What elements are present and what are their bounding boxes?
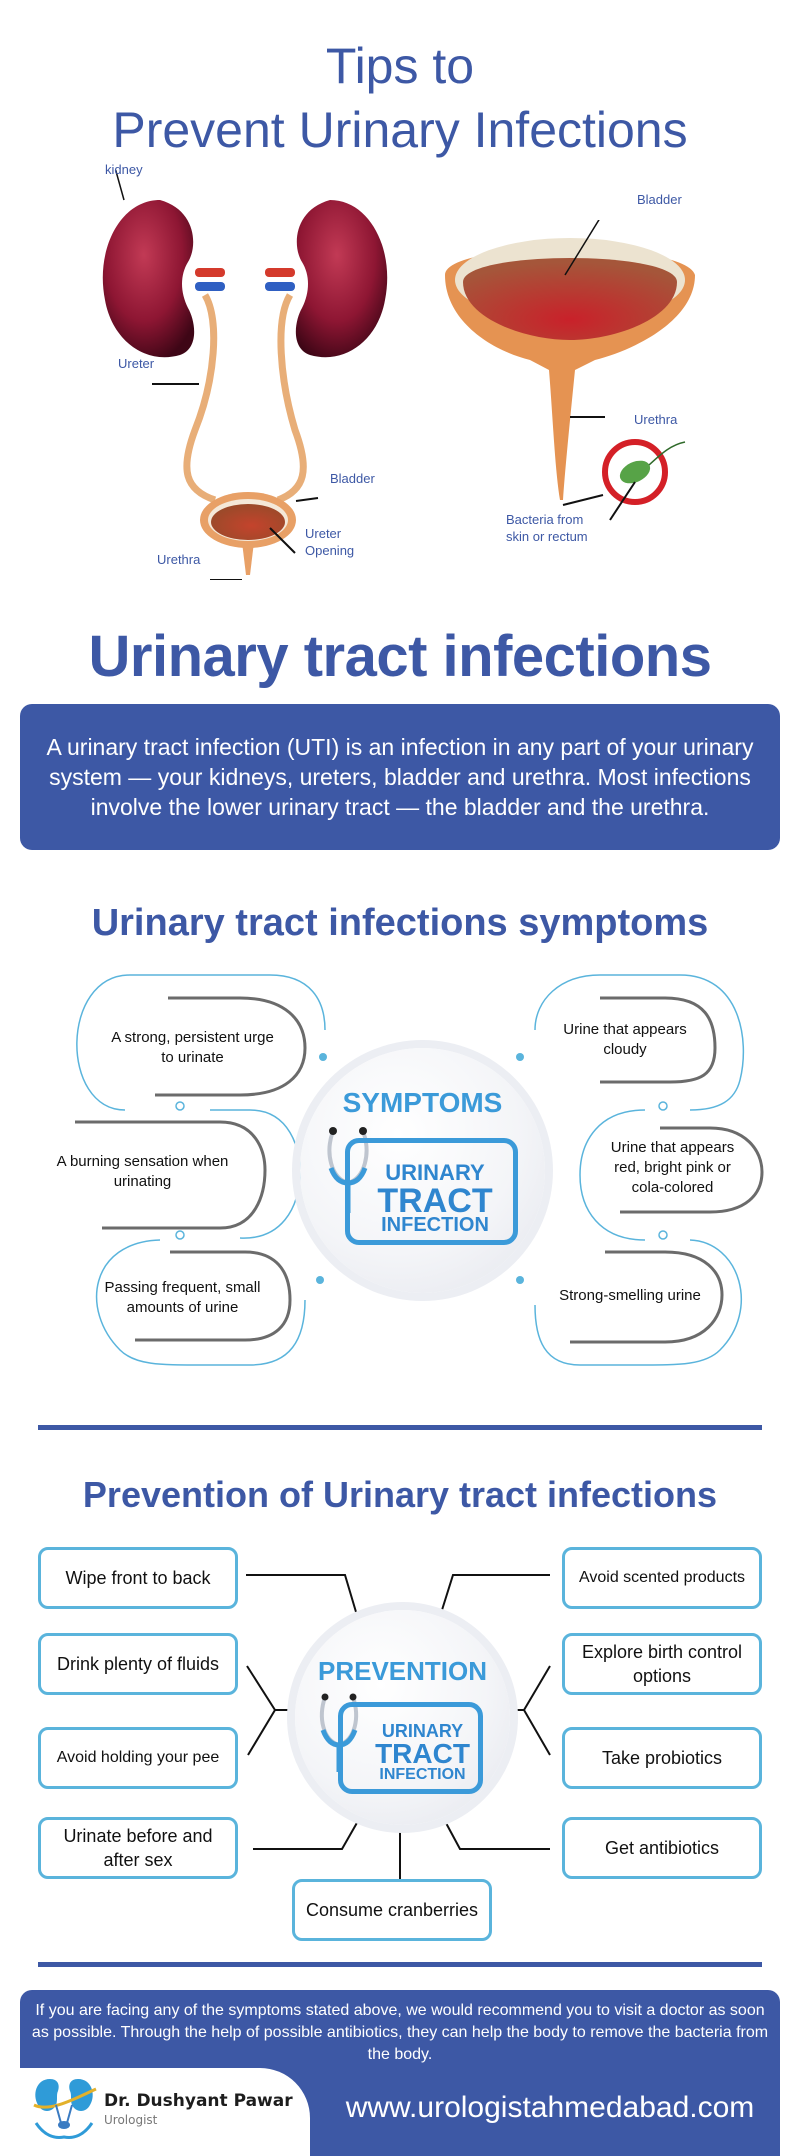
uti-line1-prevention: URINARY: [381, 1721, 464, 1741]
doctor-role: Urologist: [104, 2113, 158, 2127]
uti-badge-prevention: [338, 1702, 483, 1794]
uti-line2-prevention: TRACT: [375, 1738, 470, 1769]
prevention-center-label: PREVENTION: [317, 1656, 488, 1686]
footer-advice: If you are facing any of the symptoms st…: [31, 2002, 769, 2063]
label-urethra-left: Urethra: [157, 552, 201, 567]
prevention-item-antibiotics: Get antibiotics: [562, 1817, 762, 1879]
symptom-left-3: Passing frequent, small amounts of urine: [104, 1279, 261, 1316]
intro-body: A urinary tract infection (UTI) is an in…: [46, 734, 754, 820]
page-title-line1: Tips to: [325, 38, 475, 94]
symptom-left-2: A burning sensation when urinating: [56, 1153, 229, 1190]
symptom-left-1: A strong, persistent urge to urinate: [111, 1029, 274, 1066]
prevention-heading: Prevention of Urinary tract infections: [82, 1474, 718, 1515]
prevention-item-probiotics: Take probiotics: [562, 1727, 762, 1789]
label-ureter: Ureter: [118, 356, 155, 371]
symptom-right-3: Strong-smelling urine: [559, 1287, 701, 1304]
doctor-card: [20, 2068, 310, 2156]
section-divider-2: [38, 1962, 762, 1967]
website-link[interactable]: www.urologistahmedabad.com: [345, 2091, 755, 2124]
uti-line2-symptoms: TRACT: [377, 1182, 493, 1220]
bladder-illustration: [435, 209, 695, 540]
prevention-item-cranberries: Consume cranberries: [292, 1879, 492, 1941]
intro-heading: Urinary tract infections: [88, 624, 712, 689]
prevention-item-avoid-holding-pee: Avoid holding your pee: [38, 1727, 238, 1789]
label-ureter-opening-1: Ureter: [305, 526, 342, 541]
intro-info-box: A urinary tract infection (UTI) is an in…: [20, 704, 780, 850]
symptom-right-1: Urine that appears cloudy: [563, 1021, 687, 1058]
label-bladder-left: Bladder: [330, 471, 375, 486]
prevention-item-drink-fluids: Drink plenty of fluids: [38, 1633, 238, 1695]
label-kidney: kidney: [105, 162, 143, 177]
page-title-line2: Prevent Urinary Infections: [112, 102, 688, 158]
symptoms-center-label: SYMPTOMS: [342, 1087, 503, 1118]
symptom-right-2: Urine that appears red, bright pink or c…: [610, 1139, 735, 1196]
doctor-name: Dr. Dushyant Pawar: [104, 2091, 293, 2111]
clinic-logo-icon: [30, 2075, 98, 2143]
uti-line1-symptoms: URINARY: [385, 1160, 485, 1185]
symptoms-heading: Urinary tract infections symptoms: [91, 902, 709, 944]
prevention-item-urinate-before-after-sex: Urinate before and after sex: [38, 1817, 238, 1879]
prevention-item-wipe-front-to-back: Wipe front to back: [38, 1547, 238, 1609]
urinary-system-illustration: [100, 163, 420, 581]
symptoms-center-circle: [300, 1048, 545, 1293]
bladder-bacteria-icon: [445, 209, 695, 521]
label-urethra-right: Urethra: [634, 412, 678, 427]
section-divider-1: [38, 1425, 762, 1430]
prevention-item-avoid-scented-products: Avoid scented products: [562, 1547, 762, 1609]
urinary-system-icon: [102, 163, 388, 581]
prevention-connector-lines: [0, 1540, 800, 1880]
label-bacteria-1: Bacteria from: [506, 512, 584, 527]
label-bladder-right: Bladder: [637, 192, 682, 207]
symptoms-connector-outlines: [0, 960, 800, 1380]
uti-line3-symptoms: INFECTION: [381, 1214, 489, 1236]
prevention-item-birth-control: Explore birth control options: [562, 1633, 762, 1695]
uti-line3-prevention: INFECTION: [379, 1766, 466, 1783]
uti-badge-symptoms: [345, 1138, 518, 1245]
label-ureter-opening-2: Opening: [305, 543, 355, 558]
label-bacteria-2: skin or rectum: [506, 529, 588, 544]
